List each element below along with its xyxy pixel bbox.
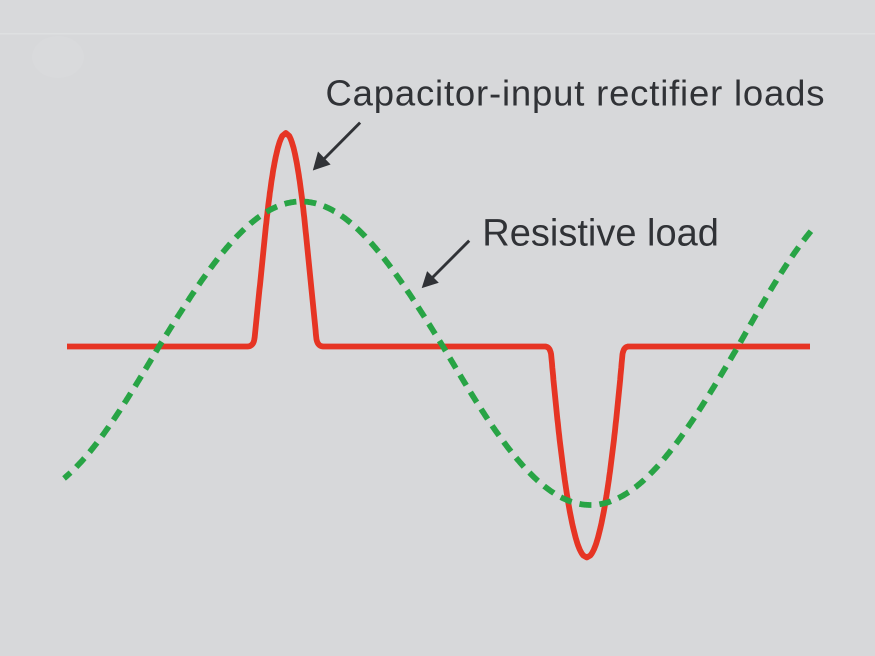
svg-text:Resistive load: Resistive load	[482, 213, 719, 255]
svg-text:Capacitor-input rectifier load: Capacitor-input rectifier loads	[326, 73, 825, 114]
